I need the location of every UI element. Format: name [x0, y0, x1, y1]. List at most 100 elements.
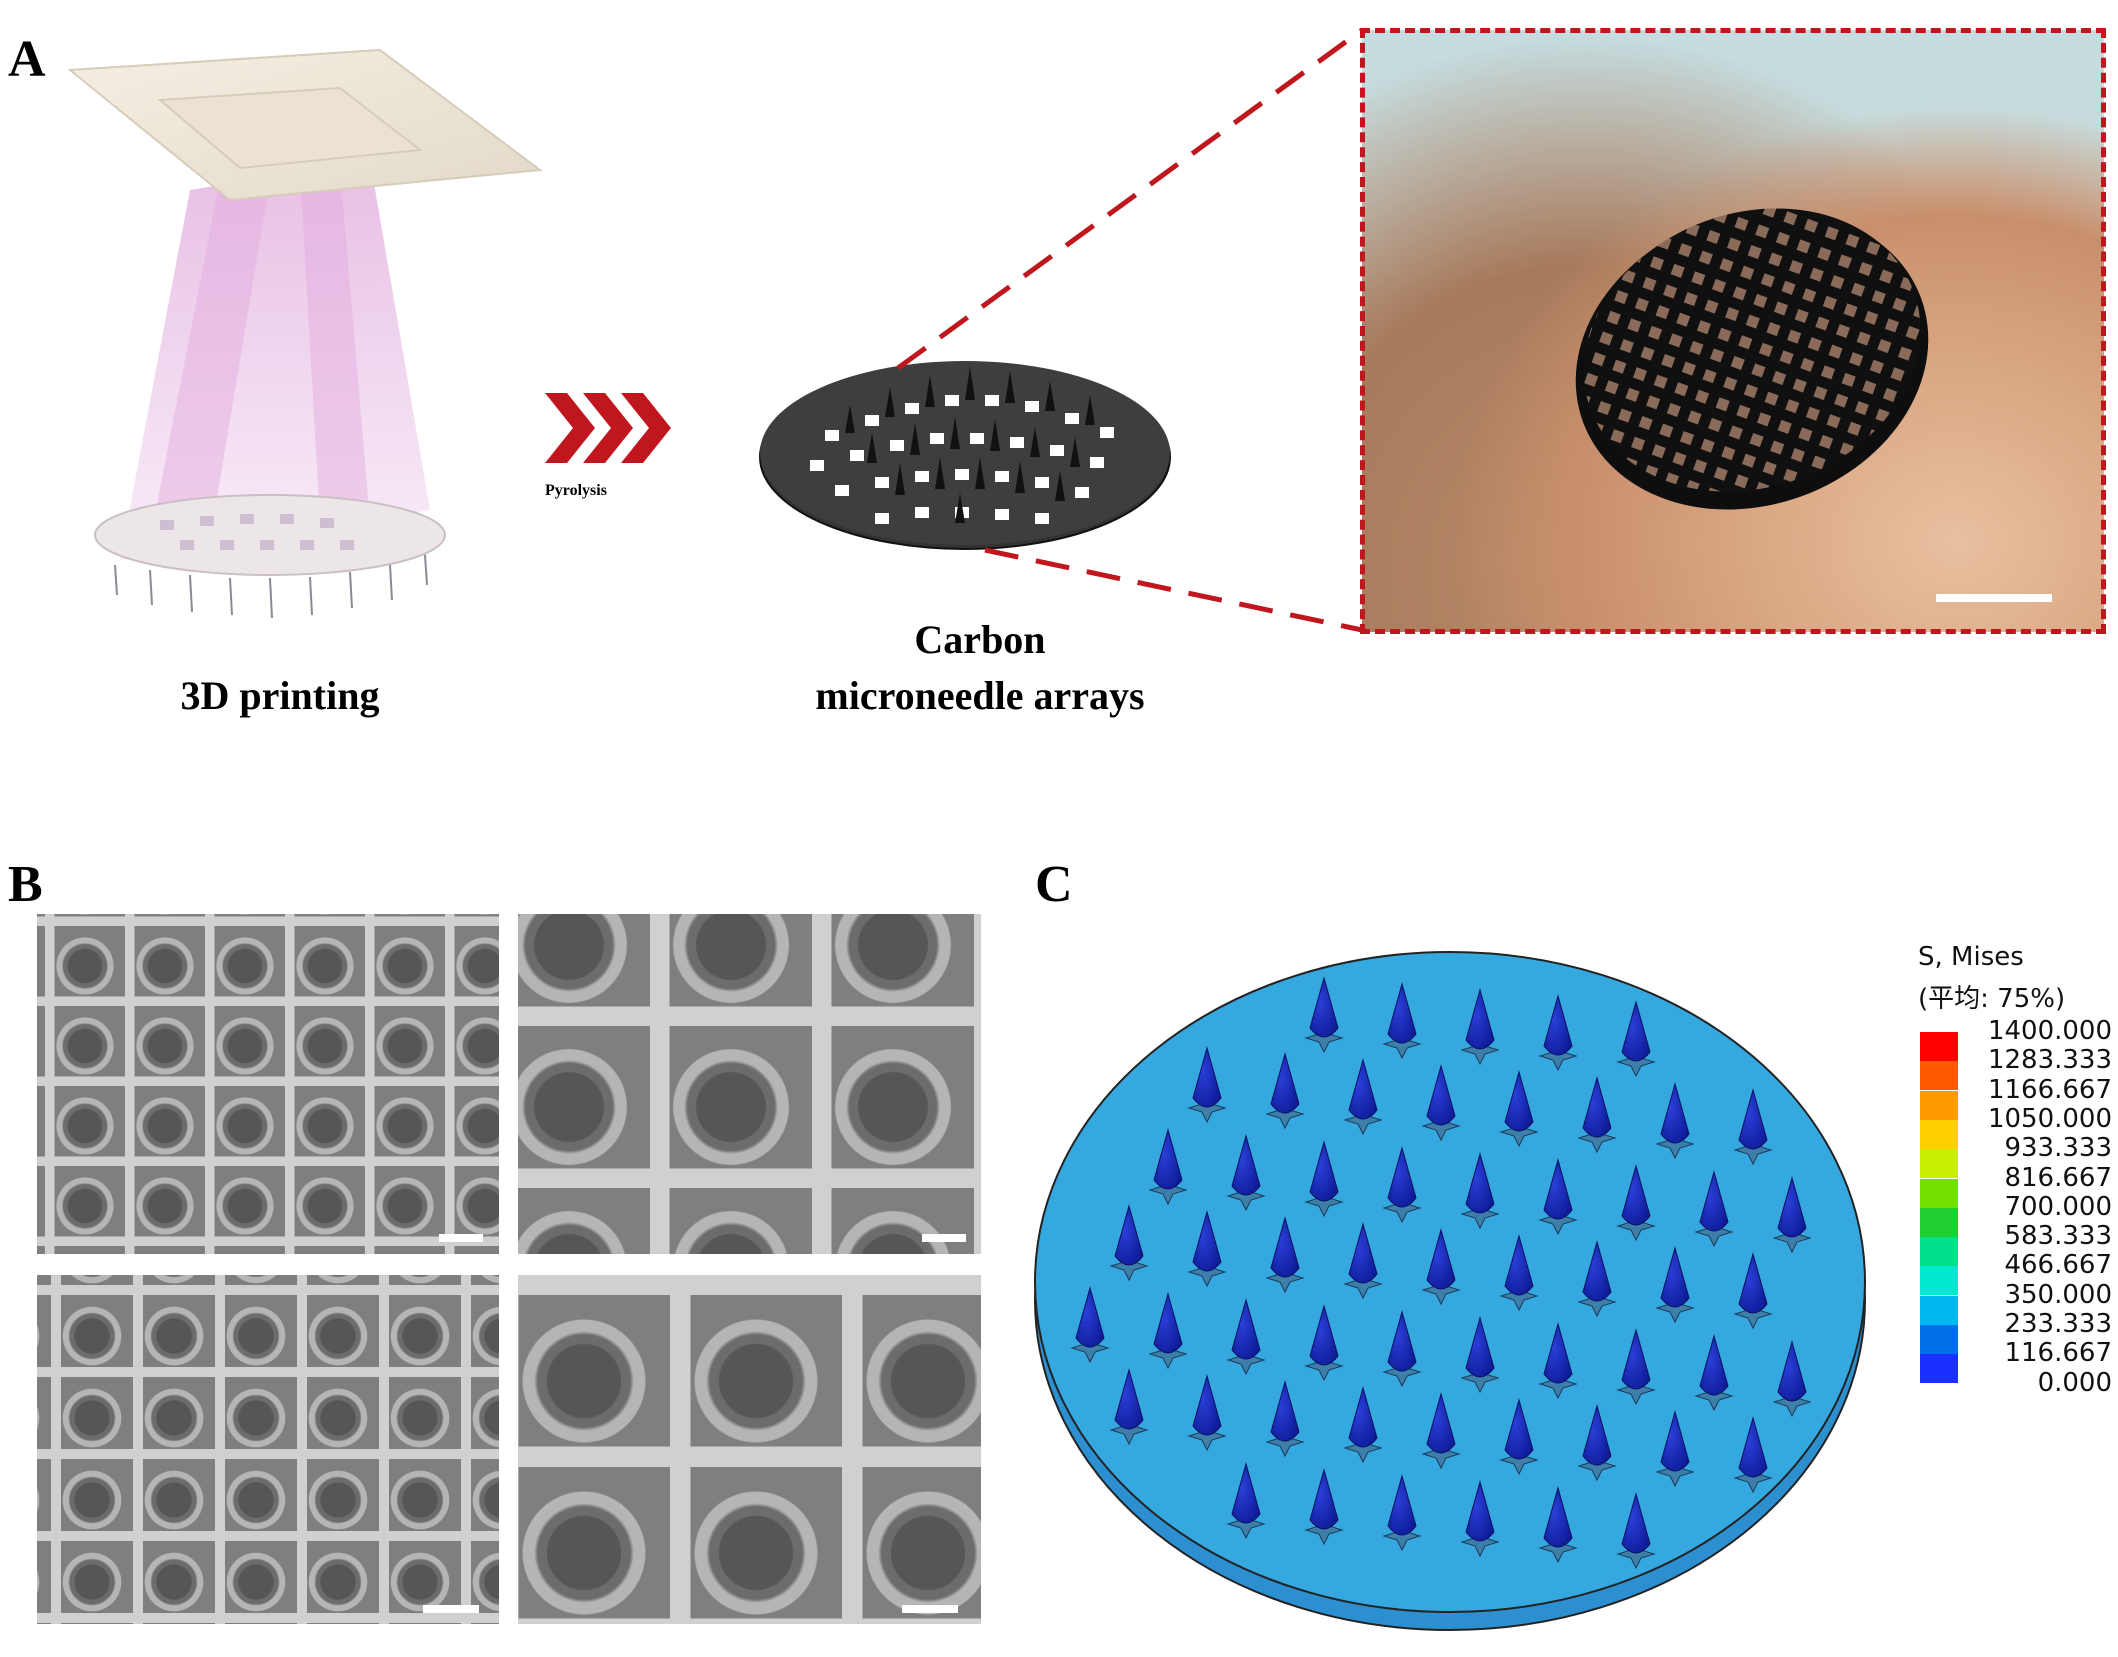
- legend-title: S, Mises: [1918, 942, 2024, 972]
- zoom-lines: [896, 27, 1364, 633]
- needle-base: [1499, 1280, 1539, 1312]
- microneedle-cone: [1465, 1316, 1495, 1378]
- microneedle-cone: [1309, 1304, 1339, 1366]
- legend-swatch: [1920, 1237, 1958, 1267]
- needle-base: [1070, 1332, 1110, 1364]
- microneedle-cone: [1543, 1486, 1573, 1548]
- microneedle-cone: [1738, 1416, 1768, 1478]
- needle-base: [1304, 1350, 1344, 1382]
- microneedle-cone: [1543, 1158, 1573, 1220]
- legend-swatch: [1920, 1354, 1958, 1384]
- microneedle-cone: [1738, 1252, 1768, 1314]
- legend-value: 816.667: [2004, 1162, 2112, 1193]
- needle-base: [1421, 1274, 1461, 1306]
- needle-base: [1616, 1374, 1656, 1406]
- needle-base: [1226, 1180, 1266, 1212]
- microneedle-cone: [1660, 1082, 1690, 1144]
- needle-base: [1733, 1134, 1773, 1166]
- needle-base: [1694, 1216, 1734, 1248]
- fingertip-photo: [1362, 30, 2104, 632]
- printing-caption: 3D printing: [180, 673, 380, 718]
- microneedle-cone: [1465, 988, 1495, 1050]
- sem-image-bottom-right: [518, 1275, 981, 1624]
- legend-value: 933.333: [2004, 1133, 2112, 1164]
- needle-base: [1616, 1538, 1656, 1570]
- needle-base: [1460, 1198, 1500, 1230]
- carbon-array-illustration: [759, 361, 1171, 550]
- microneedle-cone: [1699, 1170, 1729, 1232]
- microneedle-cone: [1231, 1134, 1261, 1196]
- needle-base: [1148, 1338, 1188, 1370]
- needle-base: [1577, 1450, 1617, 1482]
- microneedle-cone: [1270, 1380, 1300, 1442]
- microneedle-cone: [1738, 1088, 1768, 1150]
- needle-base: [1187, 1092, 1227, 1124]
- microneedle-cone: [1777, 1340, 1807, 1402]
- needle-base: [1499, 1116, 1539, 1148]
- microneedle-cone: [1621, 1000, 1651, 1062]
- microneedle-cone: [1387, 982, 1417, 1044]
- scale-bar: [902, 1605, 958, 1613]
- needle-base: [1538, 1532, 1578, 1564]
- microneedle-cone: [1231, 1462, 1261, 1524]
- scale-bar: [423, 1605, 479, 1613]
- needle-base: [1733, 1298, 1773, 1330]
- needle-base: [1226, 1344, 1266, 1376]
- legend-swatch: [1920, 1178, 1958, 1208]
- microneedle-cone: [1387, 1474, 1417, 1536]
- legend-value: 700.000: [2004, 1191, 2112, 1222]
- needle-base: [1382, 1520, 1422, 1552]
- needle-base: [1382, 1192, 1422, 1224]
- needle-base: [1538, 1204, 1578, 1236]
- microneedle-cone: [1504, 1398, 1534, 1460]
- needle-base: [1304, 1514, 1344, 1546]
- stress-simulation-model: [1034, 951, 1866, 1631]
- legend-value: 233.333: [2004, 1309, 2112, 1339]
- microneedle-cone: [1504, 1070, 1534, 1132]
- scale-bar: [439, 1234, 483, 1242]
- microneedle-cone: [1114, 1368, 1144, 1430]
- microneedle-cone: [1582, 1076, 1612, 1138]
- needle-base: [1109, 1414, 1149, 1446]
- legend-swatch: [1920, 1266, 1958, 1296]
- microneedle-cone: [1621, 1164, 1651, 1226]
- legend-value: 466.667: [2004, 1250, 2112, 1281]
- microneedle-cone: [1231, 1298, 1261, 1360]
- needle-base: [1382, 1356, 1422, 1388]
- microneedle-cone: [1348, 1222, 1378, 1284]
- microneedle-cone: [1309, 1140, 1339, 1202]
- panel-a-label: A: [8, 31, 46, 88]
- microneedle-cone: [1660, 1246, 1690, 1308]
- needle-base: [1460, 1362, 1500, 1394]
- needle-base: [1187, 1256, 1227, 1288]
- legend-value: 0.000: [2037, 1367, 2112, 1398]
- microneedle-cone: [1777, 1176, 1807, 1238]
- microneedle-cone: [1426, 1228, 1456, 1290]
- needle-base: [1460, 1526, 1500, 1558]
- panel-b-label: B: [8, 856, 43, 913]
- sem-image-top-right: [518, 914, 981, 1254]
- array-caption-line2: microneedle arrays: [815, 673, 1145, 718]
- microneedle-cone: [1309, 1468, 1339, 1530]
- needle-base: [1109, 1250, 1149, 1282]
- legend-value: 116.667: [2004, 1338, 2112, 1369]
- needle-base: [1655, 1292, 1695, 1324]
- array-caption-line1: Carbon: [914, 617, 1046, 662]
- needle-base: [1460, 1034, 1500, 1066]
- legend-swatch: [1920, 1149, 1958, 1179]
- legend-swatch: [1920, 1061, 1958, 1091]
- needle-base: [1148, 1174, 1188, 1206]
- microneedle-cone: [1387, 1146, 1417, 1208]
- sem-image-top-left: [37, 914, 499, 1254]
- needle-base: [1577, 1122, 1617, 1154]
- microneedle-cone: [1153, 1292, 1183, 1354]
- needle-base: [1499, 1444, 1539, 1476]
- microneedle-cone: [1621, 1328, 1651, 1390]
- photo-scale-bar: [1936, 594, 2052, 602]
- legend-swatch: [1920, 1295, 1958, 1325]
- needle-base: [1382, 1028, 1422, 1060]
- legend-swatch: [1920, 1032, 1958, 1061]
- needle-base: [1265, 1262, 1305, 1294]
- needle-base: [1304, 1022, 1344, 1054]
- legend-value: 1050.000: [1987, 1103, 2112, 1134]
